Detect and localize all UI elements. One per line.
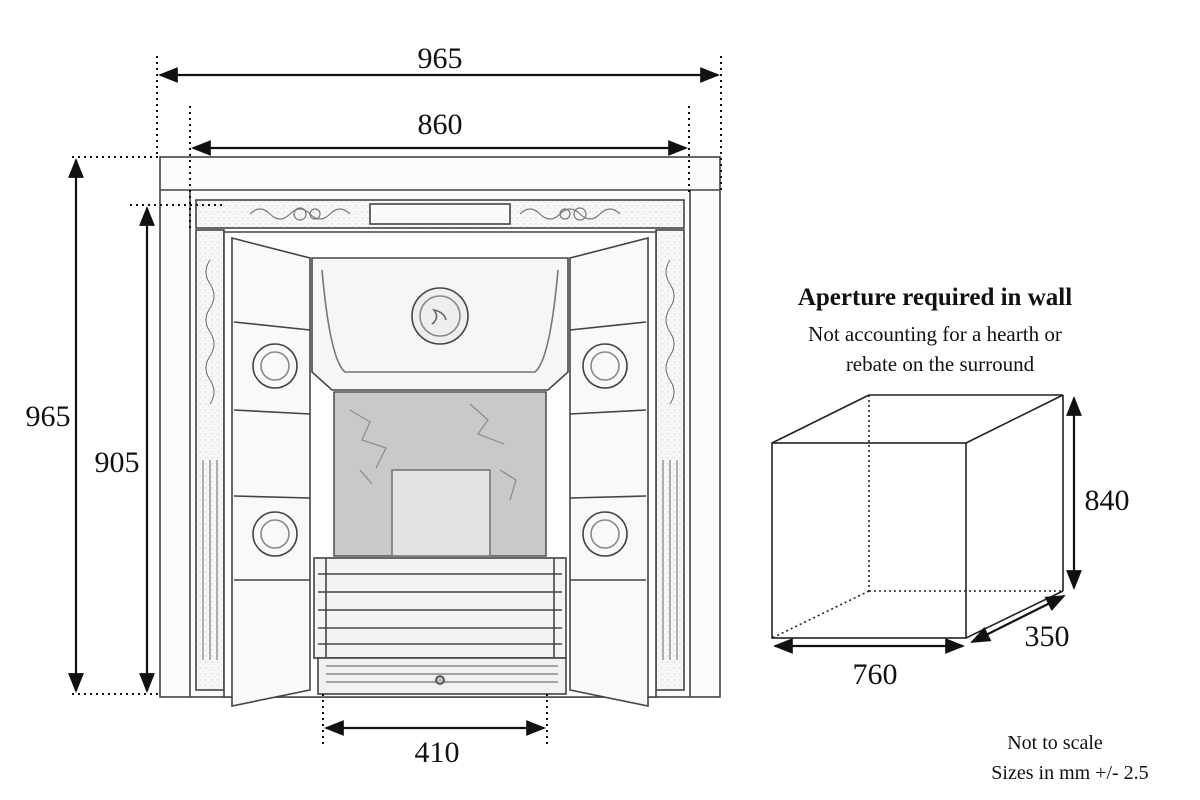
scale-note: Not to scale xyxy=(1007,732,1103,754)
inner-height-label: 905 xyxy=(95,446,140,479)
right-tile-panel xyxy=(569,236,649,707)
left-tile-panel xyxy=(231,236,311,707)
aperture-dimension-lines xyxy=(773,396,1082,654)
aperture-depth-label: 350 xyxy=(1025,620,1070,653)
aperture-title: Aperture required in wall xyxy=(797,284,1073,311)
total-width-label: 965 xyxy=(418,42,463,75)
aperture-height-label: 840 xyxy=(1085,484,1130,517)
grate-width-label: 410 xyxy=(415,736,460,769)
total-height-label: 965 xyxy=(26,400,71,433)
aperture-subtitle-line-1: Not accounting for a hearth or xyxy=(808,322,1062,346)
aperture-box xyxy=(771,394,1064,639)
aperture-width-label: 760 xyxy=(853,658,898,691)
grate-bars xyxy=(313,557,567,659)
fireplace-dimension-lines xyxy=(68,56,722,748)
units-note: Sizes in mm +/- 2.5 xyxy=(991,762,1149,784)
fireplace-illustration xyxy=(159,156,721,707)
aperture-depth-dimension-line xyxy=(970,595,1066,643)
aperture-front-face xyxy=(771,442,967,639)
inner-width-label: 860 xyxy=(418,108,463,141)
aperture-subtitle-line-2: rebate on the surround xyxy=(845,352,1035,376)
